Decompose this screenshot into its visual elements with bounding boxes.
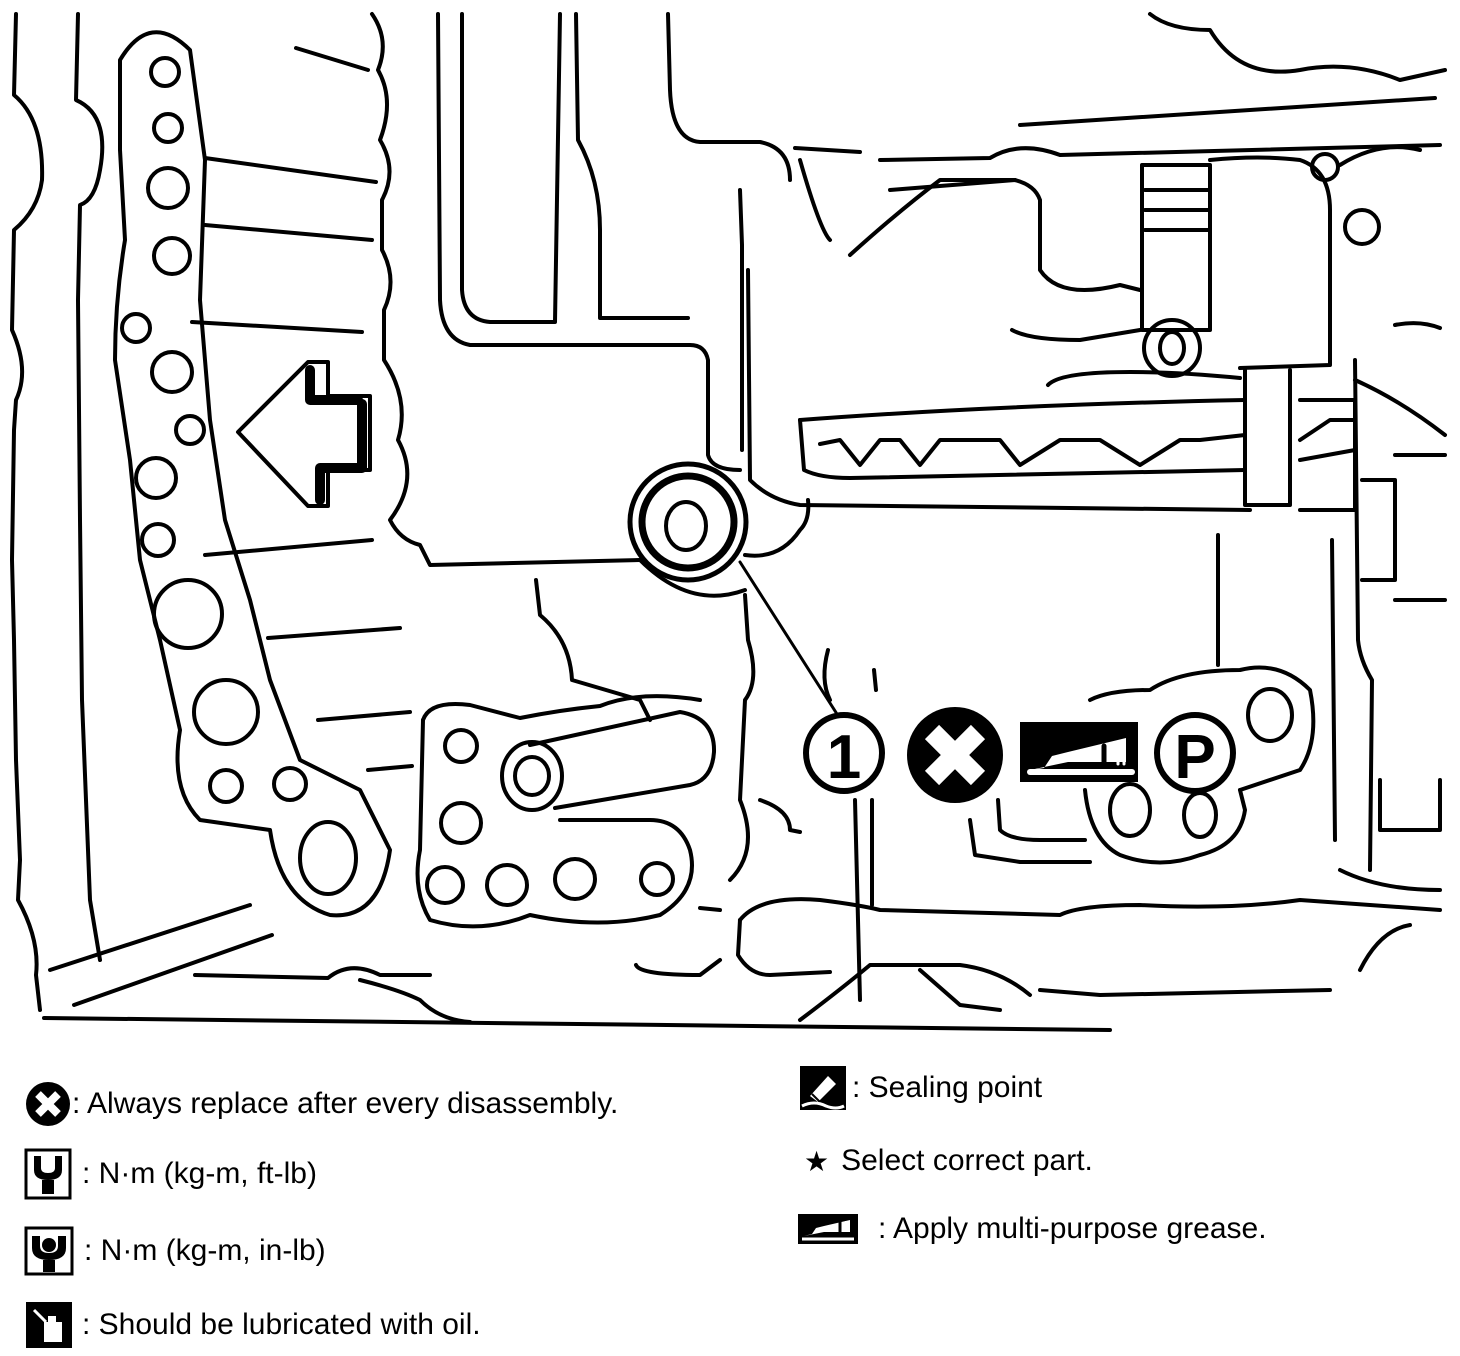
callout-1: 1 (803, 712, 885, 794)
pin (500, 710, 717, 812)
legend-grease: : Apply multi-purpose grease. (798, 1212, 1267, 1246)
legend-torque-ftlb: : N·m (kg-m, ft-lb) (24, 1148, 317, 1200)
lower-body (415, 578, 756, 977)
torque-wrench-filled-icon (24, 1226, 74, 1276)
replace-legend-icon (26, 1082, 70, 1126)
legend-select-part: ★ Select correct part. (804, 1144, 1093, 1178)
left-housing-outline (10, 12, 1112, 1032)
parking-symbol-icon: P (1154, 712, 1236, 794)
oil-can-icon (26, 1302, 72, 1348)
legend-lubricate: : Should be lubricated with oil. (24, 1300, 481, 1350)
legend-grease-text: : Apply multi-purpose grease. (878, 1212, 1267, 1245)
legend-torque-inlb-text: : N·m (kg-m, in-lb) (84, 1234, 326, 1267)
legend-sealing-text: : Sealing point (852, 1071, 1043, 1104)
channel-border (370, 12, 1252, 567)
sealing-point-icon (800, 1066, 846, 1110)
legend-select-part-text: Select correct part. (841, 1144, 1093, 1177)
lower-right-body (736, 533, 1442, 1022)
legend-torque-inlb: : N·m (kg-m, in-lb) (24, 1226, 326, 1276)
o-ring-part (627, 461, 846, 727)
callout-number: 1 (827, 723, 861, 792)
rail-section (793, 12, 1447, 972)
replace-icon (907, 707, 1003, 803)
grease-icon (1020, 722, 1138, 782)
rib-lines (190, 46, 414, 772)
star-icon: ★ (804, 1144, 830, 1178)
perforated-strip-left (113, 30, 392, 918)
legend-replace: : Always replace after every disassembly… (24, 1080, 618, 1128)
torque-wrench-icon (24, 1148, 72, 1200)
parking-symbol-letter: P (1174, 723, 1215, 792)
grease-legend-icon (798, 1214, 858, 1244)
legend-sealing: : Sealing point (798, 1064, 1042, 1112)
legend-replace-text: : Always replace after every disassembly… (72, 1087, 619, 1120)
legend-lubricate-text: : Should be lubricated with oil. (82, 1308, 481, 1341)
front-arrow (236, 360, 372, 508)
legend-torque-ftlb-text: : N·m (kg-m, ft-lb) (82, 1157, 317, 1190)
